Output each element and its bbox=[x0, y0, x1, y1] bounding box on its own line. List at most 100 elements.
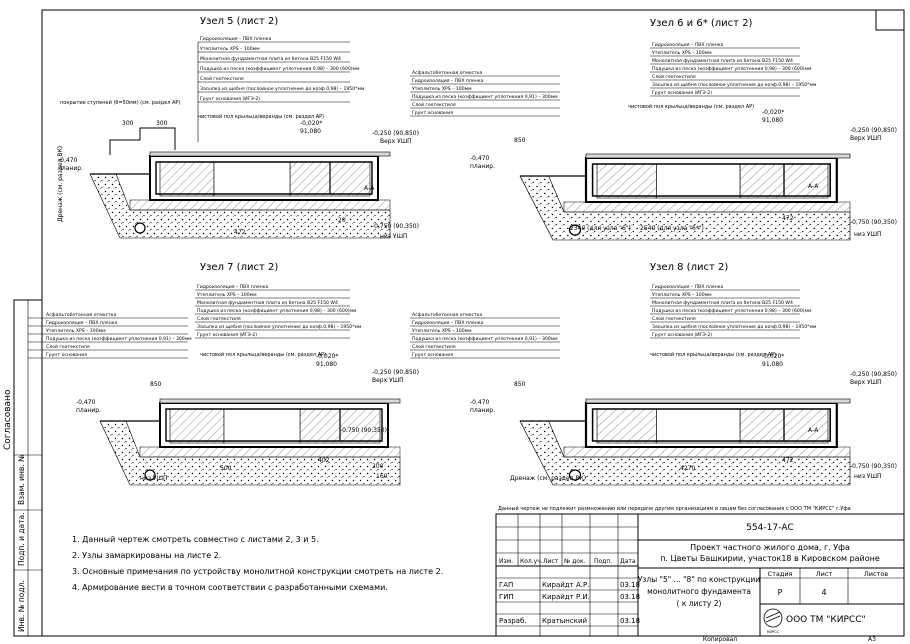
svg-text:Монолитная фундаментная плита: Монолитная фундаментная плита из бетона … bbox=[197, 300, 338, 306]
svg-text:Гидроизоляция – ПВХ пленка: Гидроизоляция – ПВХ пленка bbox=[412, 320, 483, 326]
svg-text:Слой геотекстиля: Слой геотекстиля bbox=[412, 343, 456, 350]
svg-text:Подушка из песка (коэффициент: Подушка из песка (коэффициент уплотнения… bbox=[200, 66, 360, 72]
corner-box bbox=[875, 9, 905, 31]
svg-text:500: 500 bbox=[220, 465, 232, 472]
uzel8-title: Узел 8 (лист 2) bbox=[650, 262, 728, 273]
sheet-label: Лист bbox=[816, 570, 833, 578]
detail-uzel-6: Узел 6 и 6* (лист 2) Гидроизоляция – ПВХ… bbox=[410, 18, 897, 242]
svg-text:300: 300 bbox=[156, 120, 168, 127]
sheet-desc-2: монолитного фундамента bbox=[647, 587, 751, 596]
copy-warning: Данный чертеж не подлежит размножению ил… bbox=[498, 505, 851, 512]
svg-text:Засыпка из щебня (послойное уп: Засыпка из щебня (послойное уплотнение д… bbox=[652, 81, 817, 88]
title-block: Данный чертеж не подлежит размножению ил… bbox=[495, 505, 905, 637]
svg-text:-0,250 (90,850): -0,250 (90,850) bbox=[850, 371, 897, 378]
general-notes: 1. Данный чертеж смотреть совместно с ли… bbox=[72, 535, 443, 592]
svg-text:Подушка из песка (коэффициент: Подушка из песка (коэффициент уплотнения… bbox=[652, 308, 812, 314]
svg-text:2340 (для узла "6"): 2340 (для узла "6") bbox=[570, 225, 631, 232]
svg-text:Слой геотекстиля: Слой геотекстиля bbox=[412, 101, 456, 108]
svg-text:300: 300 bbox=[122, 120, 134, 127]
svg-text:-0,020*: -0,020* bbox=[316, 353, 338, 360]
svg-text:91,080: 91,080 bbox=[762, 117, 783, 124]
svg-text:Засыпка из щебня (послойное уп: Засыпка из щебня (послойное уплотнение д… bbox=[652, 323, 817, 330]
title-block-header: Изм. Кол.уч. Лист № док. Подп. Дата bbox=[499, 558, 636, 565]
stage-value: Р bbox=[778, 588, 783, 597]
svg-text:-0,470: -0,470 bbox=[76, 399, 96, 406]
svg-text:-0,250 (90,850): -0,250 (90,850) bbox=[372, 369, 419, 376]
svg-text:850: 850 bbox=[150, 381, 162, 388]
company-logo: КИРСС bbox=[763, 608, 783, 634]
project-name: Проект частного жилого дома, г. Уфа bbox=[690, 543, 850, 552]
uzel5-dimensions: 300 300 -0,470 планир. -0,020* 91,080 -0… bbox=[58, 120, 419, 240]
svg-text:Подушка из песка (коэффициент: Подушка из песка (коэффициент уплотнения… bbox=[46, 336, 192, 342]
svg-text:Подп.: Подп. bbox=[594, 558, 612, 565]
svg-text:91,080: 91,080 bbox=[762, 361, 783, 368]
svg-text:Разраб.: Разраб. bbox=[499, 617, 527, 625]
svg-text:03.18: 03.18 bbox=[620, 617, 640, 625]
svg-text:-0,470: -0,470 bbox=[470, 155, 490, 162]
svg-text:2540 (для узла "6*"): 2540 (для узла "6*") bbox=[640, 225, 704, 232]
uzel5-drain-note: Дренаж (см. раздел ВК) bbox=[57, 146, 64, 222]
svg-text:Слой геотекстиля: Слой геотекстиля bbox=[46, 343, 90, 350]
svg-text:№ док.: № док. bbox=[564, 558, 586, 565]
svg-text:Засыпка из щебня (послойное уп: Засыпка из щебня (послойное уплотнение д… bbox=[197, 323, 362, 330]
svg-text:Утеплитель XPS – 100мм: Утеплитель XPS – 100мм bbox=[46, 328, 106, 334]
svg-text:Кирайдт Р.И.: Кирайдт Р.И. bbox=[542, 593, 590, 601]
svg-text:Подушка из песка (коэффициент: Подушка из песка (коэффициент уплотнения… bbox=[197, 308, 357, 314]
uzel6-layer-callouts: Гидроизоляция – ПВХ пленка Утеплитель XP… bbox=[410, 42, 817, 117]
svg-text:Гидроизоляция – ПВХ пленка: Гидроизоляция – ПВХ пленка bbox=[652, 284, 723, 290]
svg-text:Кол.уч.: Кол.уч. bbox=[520, 558, 543, 565]
svg-text:Монолитная фундаментная плита: Монолитная фундаментная плита из бетона … bbox=[652, 300, 793, 306]
svg-text:Грунт основания (ИГЭ-2): Грунт основания (ИГЭ-2) bbox=[197, 332, 257, 338]
svg-text:Утеплитель XPS – 100мм: Утеплитель XPS – 100мм bbox=[412, 328, 472, 334]
uzel8-dimensions: 850 -0,470 планир. -0,020* 91,080 -0,250… bbox=[470, 353, 897, 482]
svg-text:-0,750 (90,350): -0,750 (90,350) bbox=[850, 463, 897, 470]
svg-text:Слой геотекстиля: Слой геотекстиля bbox=[200, 75, 244, 82]
svg-text:Грунт основания (ИГЭ-2): Грунт основания (ИГЭ-2) bbox=[652, 332, 712, 338]
sheet-desc-1: Узлы "5" ... "8" по конструкции bbox=[638, 575, 760, 584]
svg-text:Грунт основания: Грунт основания bbox=[412, 110, 453, 116]
svg-text:Подушка из песка (коэффициент: Подушка из песка (коэффициент уплотнения… bbox=[412, 94, 558, 100]
svg-text:Слой геотекстиля: Слой геотекстиля bbox=[197, 315, 241, 322]
uzel8-floor-note: чистовой пол крыльца/веранды (см. раздел… bbox=[650, 351, 776, 358]
title-block-signatures: ГАП Кирайдт А.Р. 03.18 ГИП Кирайдт Р.И. … bbox=[499, 581, 640, 625]
sheet-desc-3: ( к листу 2) bbox=[677, 599, 722, 608]
svg-text:Грунт основания (ИГЭ-2): Грунт основания (ИГЭ-2) bbox=[652, 90, 712, 96]
svg-text:Кирайдт А.Р.: Кирайдт А.Р. bbox=[542, 581, 589, 589]
svg-text:472: 472 bbox=[782, 457, 794, 464]
uzel7-title: Узел 7 (лист 2) bbox=[200, 262, 278, 273]
svg-text:-0,020*: -0,020* bbox=[300, 120, 322, 127]
svg-text:ГИП: ГИП bbox=[499, 593, 514, 601]
svg-text:-0,020*: -0,020* bbox=[762, 353, 784, 360]
format-label: A3 bbox=[868, 636, 876, 643]
svg-text:Грунт основания: Грунт основания bbox=[46, 352, 87, 358]
svg-text:-0,250 (90,850): -0,250 (90,850) bbox=[850, 127, 897, 134]
side-stamp-strip: Согласовано Взам. инв. № Подп. и дата. И… bbox=[3, 299, 43, 637]
svg-text:КИРСС: КИРСС bbox=[767, 630, 780, 634]
svg-text:Верх УШП: Верх УШП bbox=[850, 379, 882, 386]
uzel6-dimensions: 850 -0,470 планир. -0,020* 91,080 -0,250… bbox=[470, 109, 897, 238]
svg-text:низ УШП: низ УШП bbox=[854, 473, 882, 480]
svg-text:Верх УШП: Верх УШП bbox=[372, 377, 404, 384]
svg-text:-0,020*: -0,020* bbox=[762, 109, 784, 116]
svg-text:Подушка из песка (коэффициент: Подушка из песка (коэффициент уплотнения… bbox=[652, 66, 812, 72]
svg-text:03.18: 03.18 bbox=[620, 581, 640, 589]
uzel5-layer-callouts: Гидроизоляция – ПВХ пленка Утеплитель XP… bbox=[197, 36, 365, 142]
svg-text:Кратынский: Кратынский bbox=[542, 617, 587, 625]
svg-text:А-А: А-А bbox=[808, 427, 819, 434]
svg-text:Утеплитель XPS – 100мм: Утеплитель XPS – 100мм bbox=[652, 292, 712, 298]
svg-text:03.18: 03.18 bbox=[620, 593, 640, 601]
svg-text:Слой геотекстиля: Слой геотекстиля bbox=[652, 315, 696, 322]
copied-label: Копировал bbox=[703, 636, 737, 643]
svg-text:планир.: планир. bbox=[76, 407, 101, 414]
svg-text:низ УШП: низ УШП bbox=[140, 475, 168, 482]
project-address: п. Цветы Башкирии, участок18 в Кировском… bbox=[660, 554, 880, 563]
svg-text:-0,750 (90,350): -0,750 (90,350) bbox=[340, 427, 387, 434]
svg-text:Гидроизоляция – ПВХ пленка: Гидроизоляция – ПВХ пленка bbox=[652, 42, 723, 48]
svg-text:низ УШП: низ УШП bbox=[854, 231, 882, 238]
svg-text:планир.: планир. bbox=[58, 165, 83, 172]
svg-text:-0,750 (90,350): -0,750 (90,350) bbox=[850, 219, 897, 226]
svg-text:Асфальтобетонная отмостка: Асфальтобетонная отмостка bbox=[412, 70, 482, 76]
uzel6-floor-note: чистовой пол крыльца/веранды (см. раздел… bbox=[628, 103, 754, 110]
svg-text:91,080: 91,080 bbox=[300, 128, 321, 135]
